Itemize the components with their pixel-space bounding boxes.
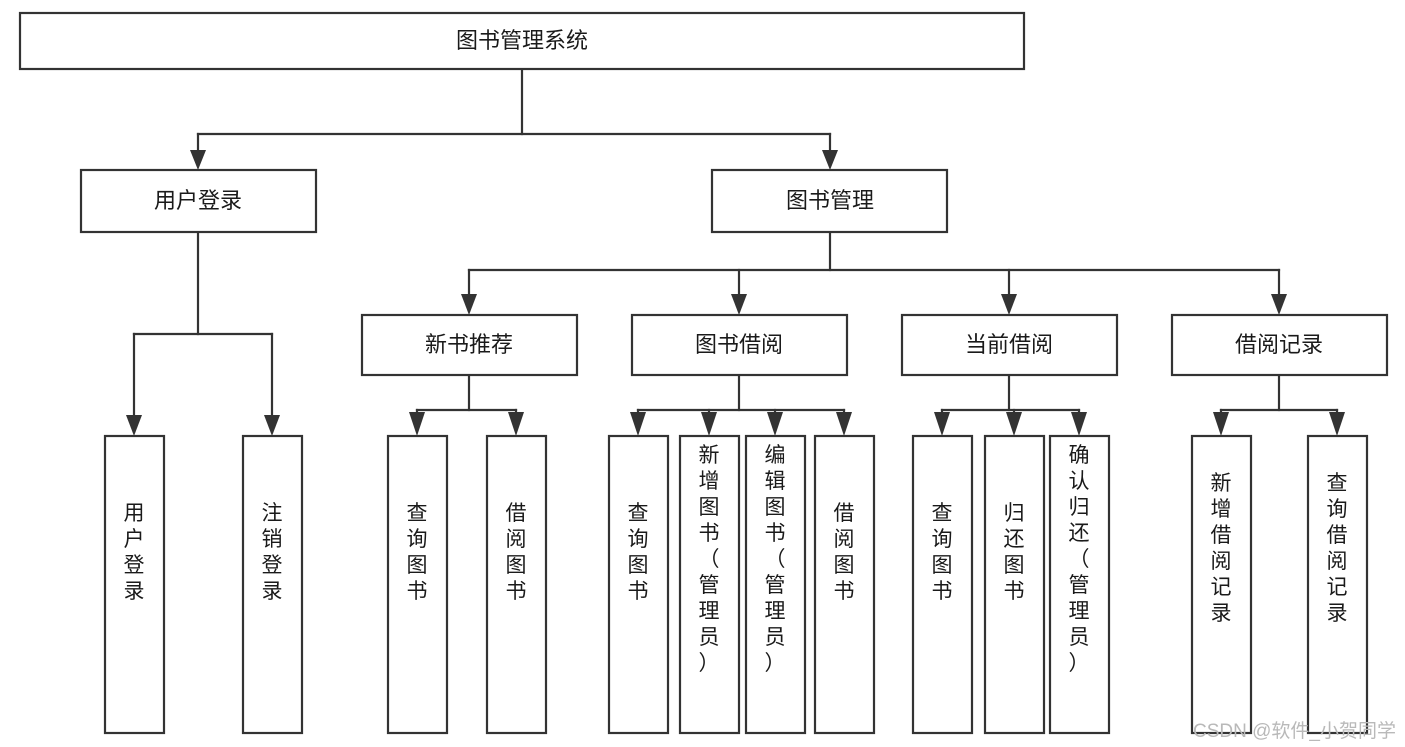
node-current-borrow-label: 当前借阅 bbox=[965, 332, 1053, 357]
arrow-head-leaf-add-book-admin bbox=[701, 412, 717, 436]
node-leaf-edit-book-admin-label: 编辑图书（管理员） bbox=[765, 444, 786, 675]
node-new-book-recommend-label: 新书推荐 bbox=[425, 332, 513, 357]
connector-group-new-book-recommend bbox=[409, 373, 524, 436]
node-leaf-add-book-admin[interactable]: 新增图书（管理员） bbox=[678, 434, 741, 735]
node-book-borrow[interactable]: 图书借阅 bbox=[630, 313, 849, 377]
arrow-head-leaf-query-book-3 bbox=[934, 412, 950, 436]
arrow-head-leaf-edit-book-admin bbox=[767, 412, 783, 436]
node-leaf-logout[interactable]: 注销登录 bbox=[241, 434, 304, 735]
node-root-label: 图书管理系统 bbox=[456, 28, 588, 53]
node-new-book-recommend[interactable]: 新书推荐 bbox=[360, 313, 579, 377]
node-user-login[interactable]: 用户登录 bbox=[79, 168, 318, 234]
node-leaf-add-book-admin-label: 新增图书（管理员） bbox=[699, 444, 720, 675]
node-leaf-query-book-2-label: 查询图书 bbox=[628, 502, 649, 603]
arrow-head-new-book-recommend bbox=[461, 294, 477, 315]
node-borrow-record-box[interactable] bbox=[1170, 313, 1389, 377]
node-leaf-query-book-3-box[interactable] bbox=[911, 434, 974, 735]
node-leaf-borrow-book-2-box[interactable] bbox=[813, 434, 876, 735]
node-leaf-confirm-return-admin-label: 确认归还（管理员） bbox=[1069, 444, 1090, 675]
arrow-head-leaf-query-borrow-record bbox=[1329, 412, 1345, 436]
node-root-box[interactable] bbox=[18, 11, 1026, 71]
node-leaf-confirm-return-admin-box[interactable] bbox=[1048, 434, 1111, 735]
node-leaf-borrow-book-1-label: 借阅图书 bbox=[506, 502, 527, 603]
node-leaf-add-book-admin-box[interactable] bbox=[678, 434, 741, 735]
node-leaf-edit-book-admin[interactable]: 编辑图书（管理员） bbox=[744, 434, 807, 735]
arrow-head-book-borrow bbox=[731, 294, 747, 315]
csdn-watermark: CSDN @软件_小贺同学 bbox=[1193, 720, 1396, 742]
node-book-manage-label: 图书管理 bbox=[786, 188, 874, 213]
node-book-manage-box[interactable] bbox=[710, 168, 949, 234]
node-leaf-query-book-2[interactable]: 查询图书 bbox=[607, 434, 670, 735]
node-leaf-logout-box[interactable] bbox=[241, 434, 304, 735]
connector-group-current-borrow bbox=[934, 373, 1087, 436]
node-leaf-add-borrow-record-box[interactable] bbox=[1190, 434, 1253, 735]
node-leaf-user-login-box[interactable] bbox=[103, 434, 166, 735]
node-new-book-recommend-box[interactable] bbox=[360, 313, 579, 377]
arrow-head-leaf-return-book bbox=[1006, 412, 1022, 436]
arrow-head-leaf-query-book-2 bbox=[630, 412, 646, 436]
node-borrow-record-label: 借阅记录 bbox=[1235, 332, 1323, 357]
node-leaf-borrow-book-2[interactable]: 借阅图书 bbox=[813, 434, 876, 735]
node-leaf-borrow-book-1-box[interactable] bbox=[485, 434, 548, 735]
connector-group-book-manage bbox=[461, 230, 1287, 315]
node-leaf-query-borrow-record-box[interactable] bbox=[1306, 434, 1369, 735]
node-leaf-user-login[interactable]: 用户登录 bbox=[103, 434, 166, 735]
arrow-head-current-borrow bbox=[1001, 294, 1017, 315]
arrow-head-leaf-query-book-1 bbox=[409, 412, 425, 436]
node-leaf-user-login-label: 用户登录 bbox=[124, 502, 145, 603]
node-book-borrow-box[interactable] bbox=[630, 313, 849, 377]
node-borrow-record[interactable]: 借阅记录 bbox=[1170, 313, 1389, 377]
node-leaf-borrow-book-2-label: 借阅图书 bbox=[834, 502, 855, 603]
node-leaf-logout-label: 注销登录 bbox=[262, 502, 283, 603]
connector-group-borrow-record bbox=[1213, 373, 1345, 436]
arrow-head-book-manage bbox=[822, 150, 838, 170]
arrow-head-borrow-record bbox=[1271, 294, 1287, 315]
arrow-head-leaf-user-login bbox=[126, 415, 142, 436]
node-leaf-query-book-3[interactable]: 查询图书 bbox=[911, 434, 974, 735]
node-current-borrow-box[interactable] bbox=[900, 313, 1119, 377]
arrow-head-leaf-confirm-return-admin bbox=[1071, 412, 1087, 436]
arrow-head-leaf-add-borrow-record bbox=[1213, 412, 1229, 436]
node-leaf-confirm-return-admin[interactable]: 确认归还（管理员） bbox=[1048, 434, 1111, 735]
node-leaf-query-book-3-label: 查询图书 bbox=[932, 502, 953, 603]
arrow-head-user-login bbox=[190, 150, 206, 170]
node-leaf-query-book-1[interactable]: 查询图书 bbox=[386, 434, 449, 735]
connector-group-root bbox=[190, 67, 838, 170]
node-leaf-return-book[interactable]: 归还图书 bbox=[983, 434, 1046, 735]
node-leaf-query-borrow-record[interactable]: 查询借阅记录 bbox=[1306, 434, 1369, 735]
node-leaf-query-book-1-box[interactable] bbox=[386, 434, 449, 735]
node-leaf-return-book-label: 归还图书 bbox=[1004, 502, 1025, 603]
arrow-head-leaf-logout bbox=[264, 415, 280, 436]
node-user-login-box[interactable] bbox=[79, 168, 318, 234]
node-leaf-return-book-box[interactable] bbox=[983, 434, 1046, 735]
node-leaf-borrow-book-1[interactable]: 借阅图书 bbox=[485, 434, 548, 735]
node-user-login-label: 用户登录 bbox=[154, 188, 242, 213]
node-leaf-add-borrow-record[interactable]: 新增借阅记录 bbox=[1190, 434, 1253, 735]
node-book-manage[interactable]: 图书管理 bbox=[710, 168, 949, 234]
arrow-head-leaf-borrow-book-1 bbox=[508, 412, 524, 436]
node-current-borrow[interactable]: 当前借阅 bbox=[900, 313, 1119, 377]
connector-group-user-login bbox=[126, 230, 280, 436]
node-leaf-query-book-1-label: 查询图书 bbox=[407, 502, 428, 603]
node-leaf-query-borrow-record-label: 查询借阅记录 bbox=[1327, 472, 1348, 625]
connector-group-book-borrow bbox=[630, 373, 852, 436]
node-book-borrow-label: 图书借阅 bbox=[695, 332, 783, 357]
node-leaf-add-borrow-record-label: 新增借阅记录 bbox=[1211, 472, 1232, 625]
arrow-head-leaf-borrow-book-2 bbox=[836, 412, 852, 436]
node-leaf-edit-book-admin-box[interactable] bbox=[744, 434, 807, 735]
node-root[interactable]: 图书管理系统 bbox=[18, 11, 1026, 71]
node-leaf-query-book-2-box[interactable] bbox=[607, 434, 670, 735]
